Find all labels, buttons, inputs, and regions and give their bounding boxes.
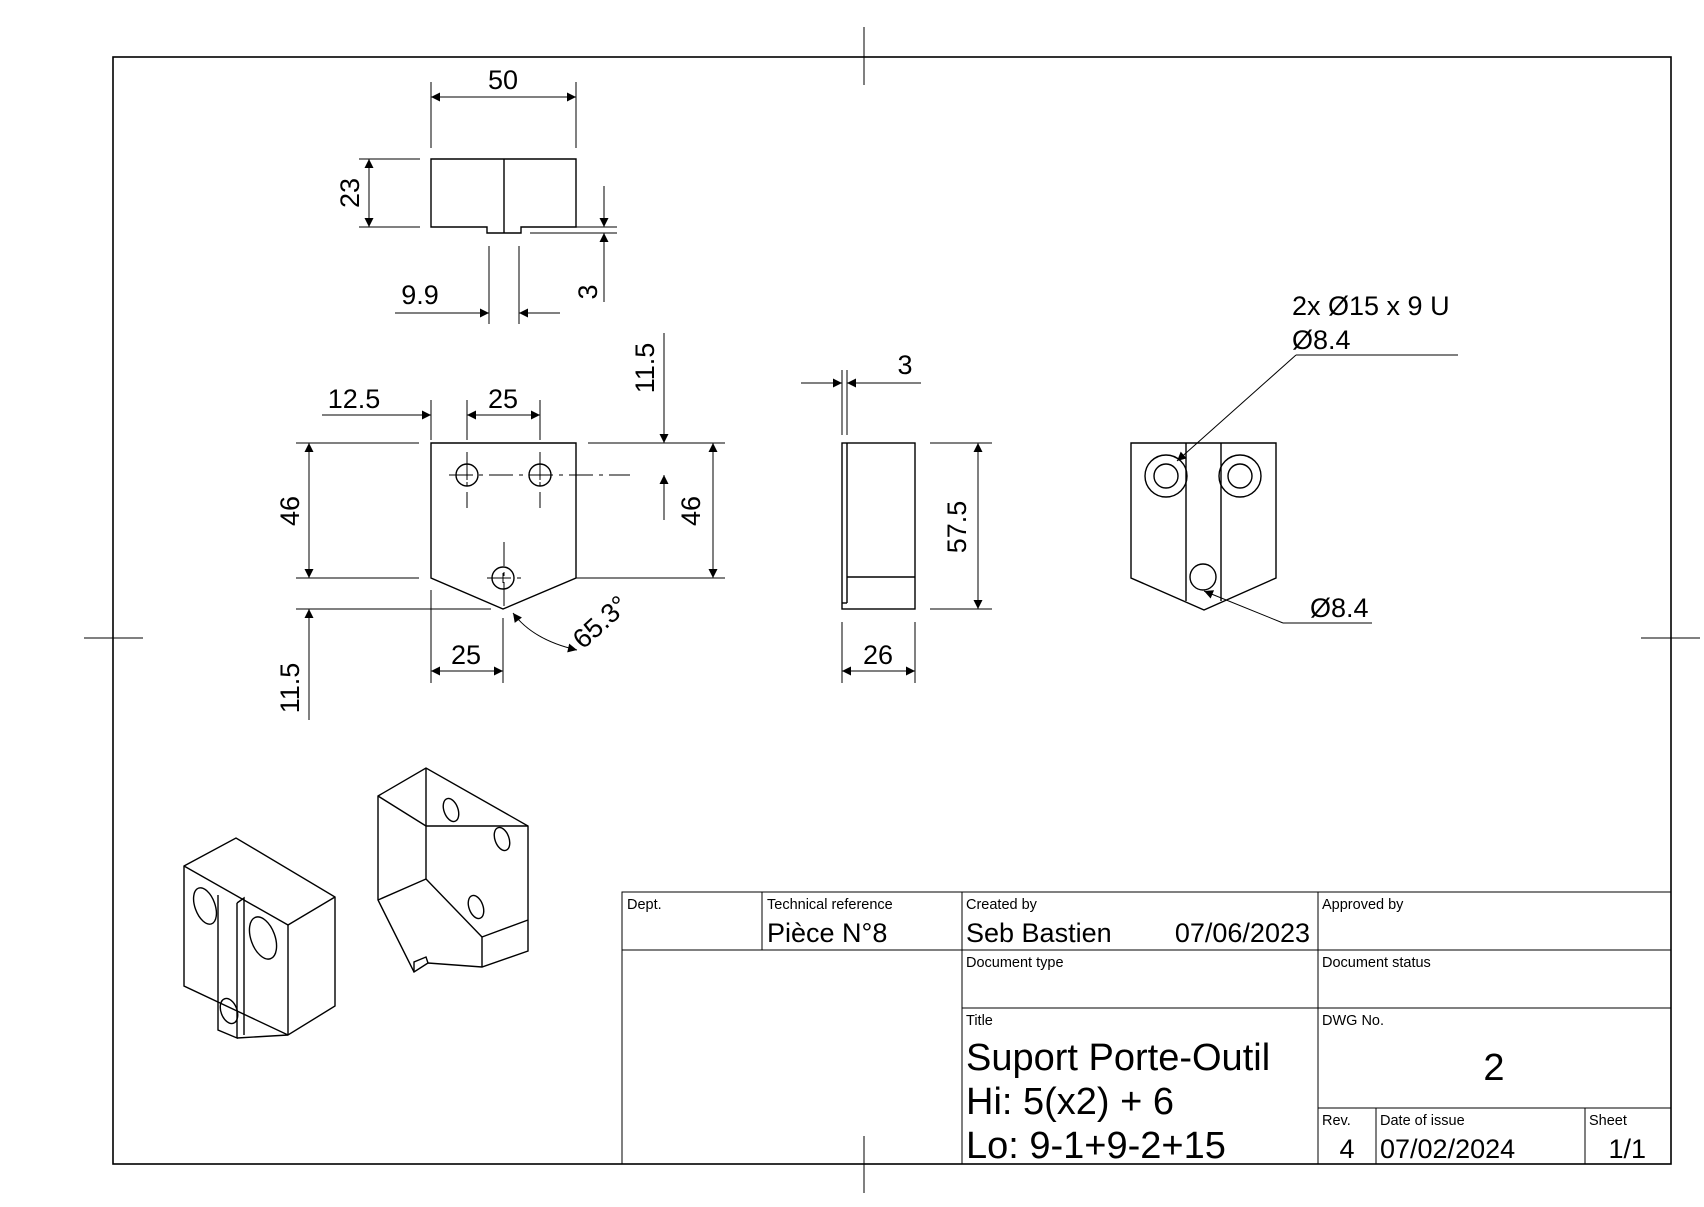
created-label: Created by [966, 897, 1038, 913]
title-line-2: Hi: 5(x2) + 6 [966, 1081, 1174, 1123]
title-line-3: Lo: 9-1+9-2+15 [966, 1125, 1226, 1167]
dim-front-right-height: 46 [676, 496, 706, 526]
title-block: Dept. Technical reference Pièce N°8 Crea… [621, 891, 1672, 1167]
dim-front-bottom-offset: 11.5 [275, 663, 305, 714]
dim-front-top-offset: 11.5 [630, 343, 660, 394]
sheet-frame [84, 27, 1700, 1193]
dim-top-height: 23 [335, 178, 365, 208]
rev-value: 4 [1339, 1134, 1354, 1164]
issue-label: Date of issue [1380, 1113, 1465, 1129]
approved-label: Approved by [1322, 897, 1404, 913]
callout-bottom-hole: Ø8.4 [1310, 593, 1369, 623]
dim-front-edge-offset: 12.5 [328, 384, 381, 414]
hole-bottom [491, 566, 515, 590]
dim-top-width: 50 [488, 65, 518, 95]
created-value: Seb Bastien [966, 918, 1112, 948]
docstatus-label: Document status [1322, 955, 1431, 971]
techref-value: Pièce N°8 [767, 918, 887, 948]
callout-counterbore-line2: Ø8.4 [1292, 325, 1351, 355]
techref-label: Technical reference [767, 897, 893, 913]
sheet-value: 1/1 [1608, 1134, 1646, 1164]
top-view: 50 23 9.9 3 [335, 65, 617, 324]
dwgno-label: DWG No. [1322, 1013, 1384, 1029]
hole-left [455, 463, 479, 487]
sheet-label: Sheet [1589, 1113, 1627, 1129]
hole-right [528, 463, 552, 487]
issue-value: 07/02/2024 [1380, 1134, 1515, 1164]
dept-label: Dept. [627, 897, 662, 913]
dim-side-thickness: 3 [897, 350, 912, 380]
created-date: 07/06/2023 [1175, 918, 1310, 948]
front-view: 12.5 25 46 11.5 46 11.5 25 65.3° [275, 333, 725, 720]
dim-front-angle: 65.3° [567, 590, 634, 655]
title-line-1: Suport Porte-Outil [966, 1037, 1270, 1079]
side-view: 3 57.5 26 [801, 350, 992, 683]
rev-label: Rev. [1322, 1113, 1351, 1129]
rear-view: 2x Ø15 x 9 U Ø8.4 Ø8.4 [1130, 291, 1458, 624]
callout-counterbore-line1: 2x Ø15 x 9 U [1292, 291, 1450, 321]
dim-side-height: 57.5 [942, 501, 972, 554]
dim-front-hole-spacing: 25 [488, 384, 518, 414]
dim-side-width: 26 [863, 640, 893, 670]
dim-front-bottom-width: 25 [451, 640, 481, 670]
iso-view-left [183, 837, 336, 1040]
iso-view-right [377, 767, 529, 974]
dim-top-slot-width: 9.9 [401, 280, 439, 310]
title-label: Title [966, 1013, 993, 1029]
dim-top-slot-depth: 3 [573, 284, 603, 299]
doctype-label: Document type [966, 955, 1064, 971]
dim-front-left-height: 46 [275, 496, 305, 526]
dwgno-value: 2 [1483, 1047, 1504, 1089]
